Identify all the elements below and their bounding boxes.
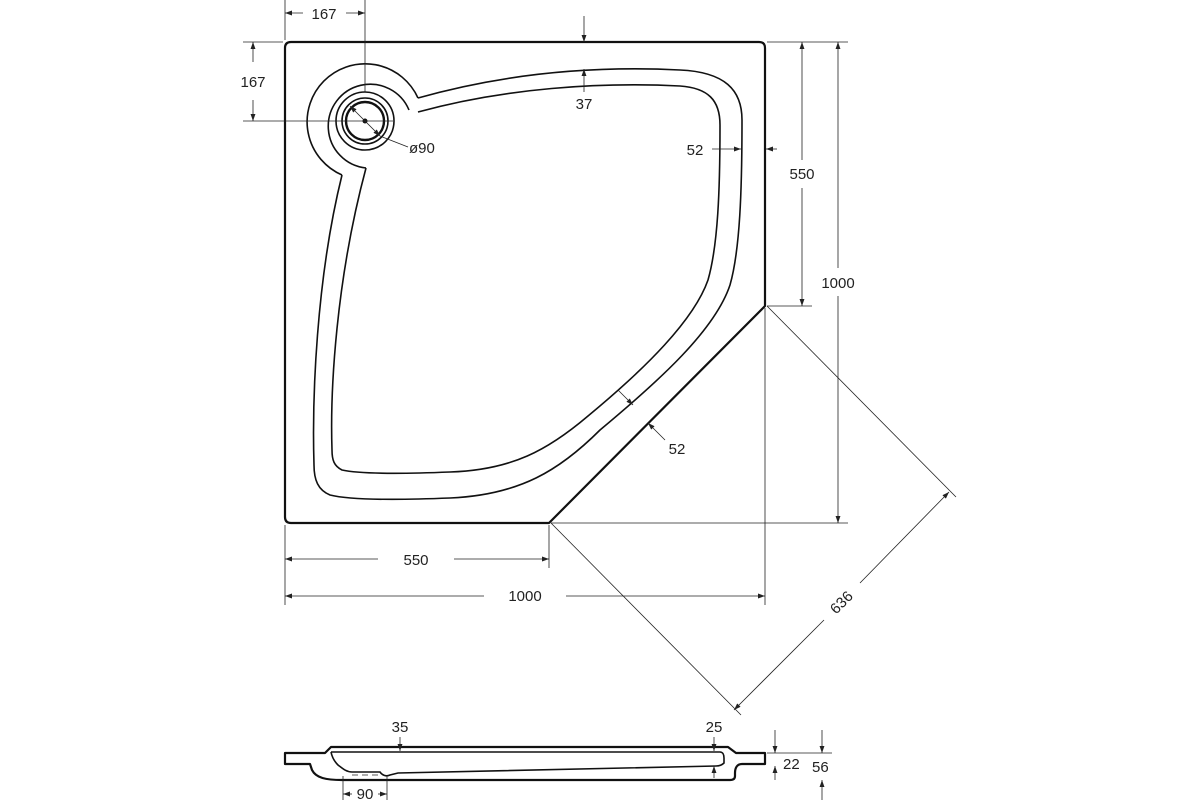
ext-line-diagonal-bottom xyxy=(550,522,742,716)
profile-outline xyxy=(283,745,767,782)
label-bottom-straight: 550 xyxy=(403,552,428,569)
profile-view: 35 25 90 22 56 xyxy=(283,719,832,800)
label-rim-side: 52 xyxy=(687,142,704,159)
label-drain-diameter: ø90 xyxy=(409,140,435,157)
label-width-total: 1000 xyxy=(508,588,541,605)
label-rim-diagonal: 52 xyxy=(669,441,686,458)
dim-line-diagonal-lower xyxy=(733,619,825,711)
drain-leader-line xyxy=(379,135,409,148)
label-profile-rim-height: 22 xyxy=(783,756,800,773)
label-drain-offset-y: 167 xyxy=(240,74,265,91)
label-profile-lip-left: 35 xyxy=(392,719,409,736)
tray-outline xyxy=(283,40,767,525)
label-height-total: 1000 xyxy=(821,275,854,292)
dim-arrow-rim-diagonal-inner xyxy=(617,389,634,406)
label-side-straight-right: 550 xyxy=(789,166,814,183)
drain-surround-inner xyxy=(327,83,410,169)
label-drain-offset-x: 167 xyxy=(311,6,336,23)
profile-inner-surface xyxy=(330,751,725,777)
drain-surround-ring xyxy=(306,63,419,176)
ext-line-diagonal-top xyxy=(766,305,957,498)
basin-outer-contour xyxy=(312,68,743,501)
label-rim-top: 37 xyxy=(576,96,593,113)
drain xyxy=(306,63,419,176)
label-diagonal: 636 xyxy=(827,588,857,618)
dim-arrow-rim-diagonal-outer xyxy=(647,422,666,441)
dim-line-diagonal-upper xyxy=(859,491,950,584)
basin-inner-contour xyxy=(330,84,721,475)
label-profile-lip-right: 25 xyxy=(706,719,723,736)
label-profile-drain-width: 90 xyxy=(357,786,374,800)
plan-view: ø90 167 167 37 52 52 550 xyxy=(240,0,957,716)
label-profile-total-height: 56 xyxy=(812,759,829,776)
